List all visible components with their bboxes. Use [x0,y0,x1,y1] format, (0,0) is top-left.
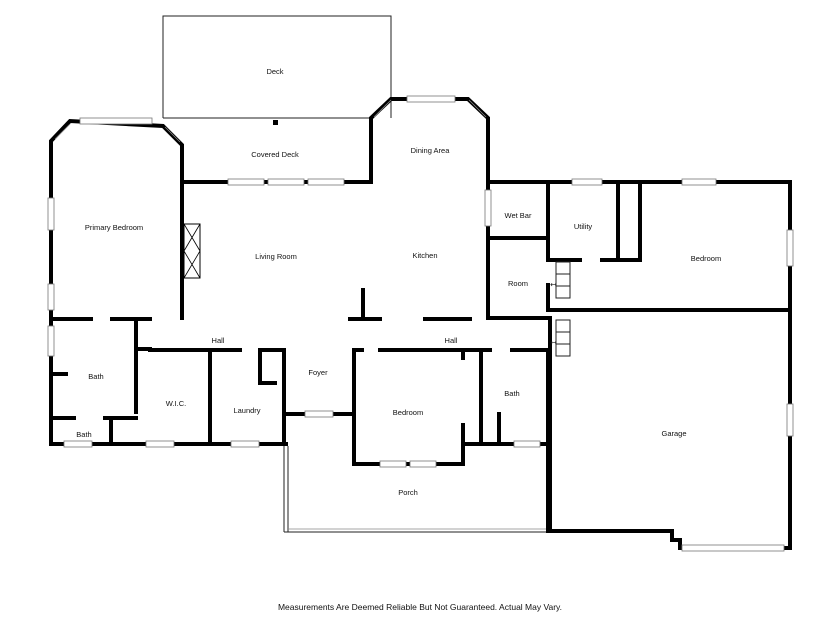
label-room: Room [508,279,528,288]
label-living-room: Living Room [255,252,297,261]
svg-text:↤: ↤ [550,280,556,289]
svg-text:↤: ↤ [550,338,556,347]
stairs: ↤ ↤ [550,261,571,357]
label-foyer: Foyer [308,368,328,377]
label-wic: W.I.C. [166,399,186,408]
label-bath-center: Bath [504,389,519,398]
label-dining-area: Dining Area [411,146,451,155]
label-wet-bar: Wet Bar [505,211,532,220]
label-deck: Deck [266,67,283,76]
fireplace [183,223,201,279]
label-utility: Utility [574,222,593,231]
label-bedroom-center: Bedroom [393,408,423,417]
label-kitchen: Kitchen [412,251,437,260]
label-covered-deck: Covered Deck [251,150,299,159]
windows [47,95,794,552]
label-hall-east: Hall [445,336,458,345]
label-porch: Porch [398,488,418,497]
deck-outline [162,15,392,119]
disclaimer-text: Measurements Are Deemed Reliable But Not… [278,602,562,612]
deck-post [273,120,278,125]
label-laundry: Laundry [233,406,260,415]
porch-outline [283,420,548,533]
angled-window-marks [54,99,487,143]
room-labels: Deck Covered Deck Dining Area Primary Be… [76,67,721,497]
label-hall-west: Hall [212,336,225,345]
interior-walls [49,180,792,446]
label-bath-small: Bath [76,430,91,439]
label-primary-bedroom: Primary Bedroom [85,223,143,232]
exterior-walls [49,97,792,550]
label-bedroom-east: Bedroom [691,254,721,263]
label-garage: Garage [661,429,686,438]
label-bath-primary: Bath [88,372,103,381]
